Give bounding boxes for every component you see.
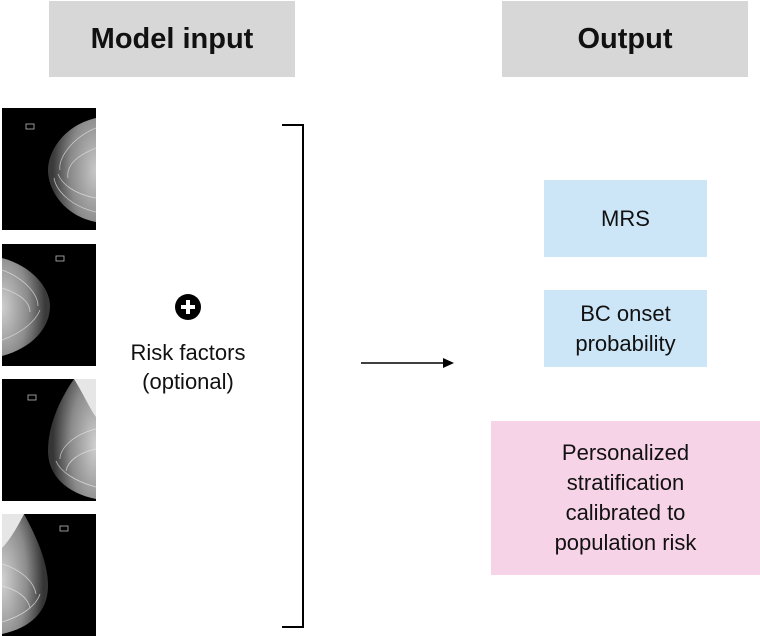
personalized-line-1: Personalized xyxy=(561,440,690,465)
personalized-stratification-box: Personalized stratification calibrated t… xyxy=(491,421,760,575)
mrs-output-box: MRS xyxy=(544,180,707,257)
mammogram-image-4 xyxy=(2,514,96,636)
risk-factors-label: Risk factors (optional) xyxy=(102,338,274,396)
bc-onset-line-2: probability xyxy=(575,330,676,356)
model-input-header: Model input xyxy=(49,1,295,77)
mammogram-image-3 xyxy=(2,379,96,501)
risk-factors-line-2: (optional) xyxy=(142,369,234,394)
input-bracket xyxy=(282,124,304,628)
bc-onset-line-1: BC onset xyxy=(580,300,671,326)
mammogram-image-2 xyxy=(2,244,96,366)
risk-factors-line-1: Risk factors xyxy=(130,340,246,365)
plus-circle-icon xyxy=(175,294,201,320)
personalized-line-3: calibrated to xyxy=(565,500,686,525)
bc-onset-probability-box: BC onset probability xyxy=(544,290,707,367)
output-header: Output xyxy=(502,1,748,77)
arrow-right-icon xyxy=(361,358,454,368)
personalized-line-2: stratification xyxy=(566,470,685,495)
model-input-header-label: Model input xyxy=(90,22,254,55)
mammogram-image-1 xyxy=(2,108,96,230)
personalized-line-4: population risk xyxy=(554,530,697,555)
output-header-label: Output xyxy=(577,22,673,55)
mrs-label: MRS xyxy=(601,205,650,231)
